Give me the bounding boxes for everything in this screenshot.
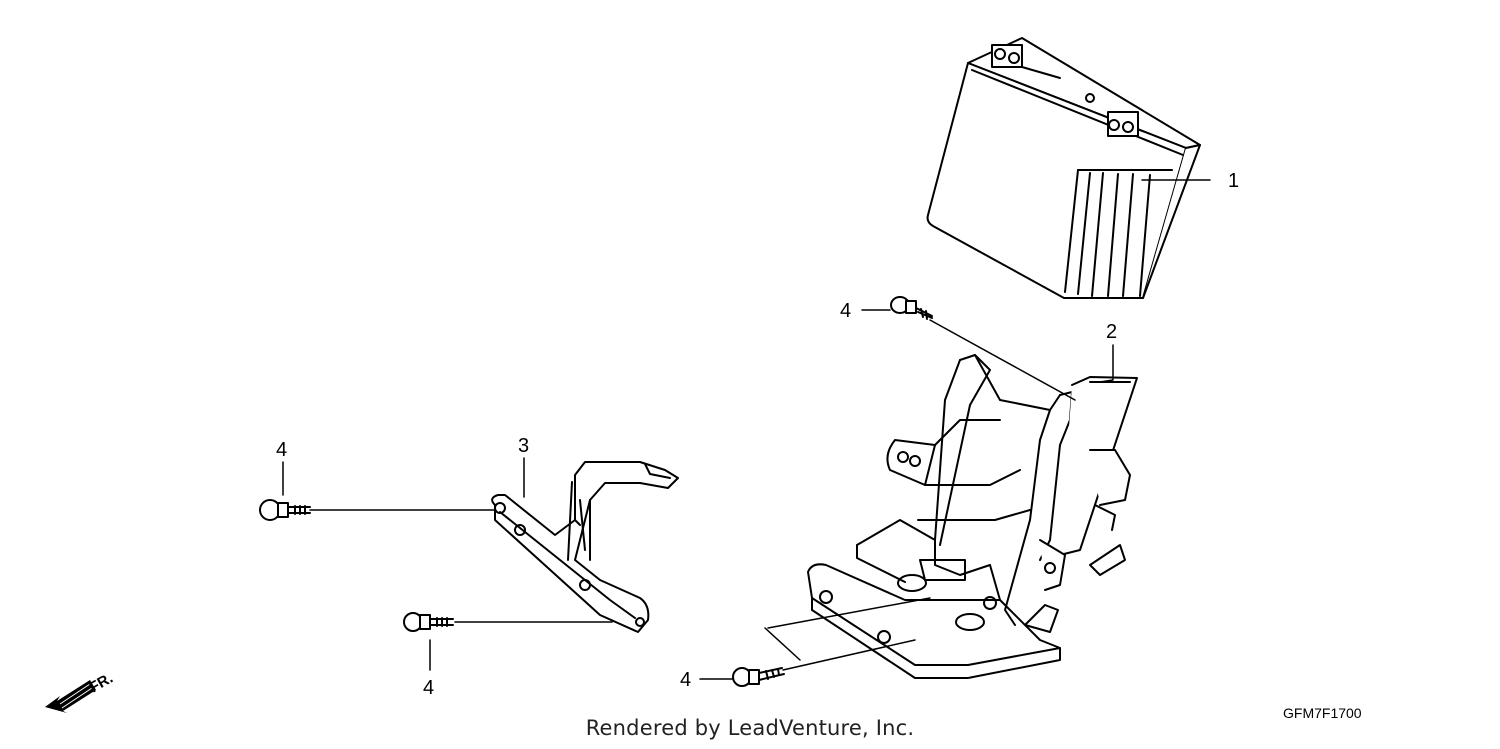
callout-bolt-bottom: 4 (680, 669, 691, 691)
callout-stay: 3 (518, 435, 529, 457)
bolt-bottom (732, 667, 785, 687)
front-direction-indicator: FR. (45, 670, 116, 713)
callout-tray: 2 (1106, 321, 1117, 343)
battery (926, 37, 1201, 299)
battery-tray (807, 354, 1138, 679)
bolt-left (259, 499, 311, 521)
diagram-code: GFM7F1700 (1283, 705, 1362, 721)
callout-bolt-top: 4 (840, 300, 851, 322)
callout-bolt-lower: 4 (423, 677, 434, 699)
bolt-top (890, 296, 933, 320)
battery-stay (491, 461, 679, 633)
battery-terminal-rear (991, 44, 1061, 79)
callout-battery: 1 (1228, 170, 1239, 192)
callout-bolt-left: 4 (276, 439, 287, 461)
leader-lines (282, 179, 1211, 680)
credit-text: Rendered by LeadVenture, Inc. (585, 716, 915, 740)
front-arrow-icon (45, 680, 96, 713)
bolt-lower (403, 612, 454, 632)
battery-terminal-front (1107, 111, 1139, 137)
